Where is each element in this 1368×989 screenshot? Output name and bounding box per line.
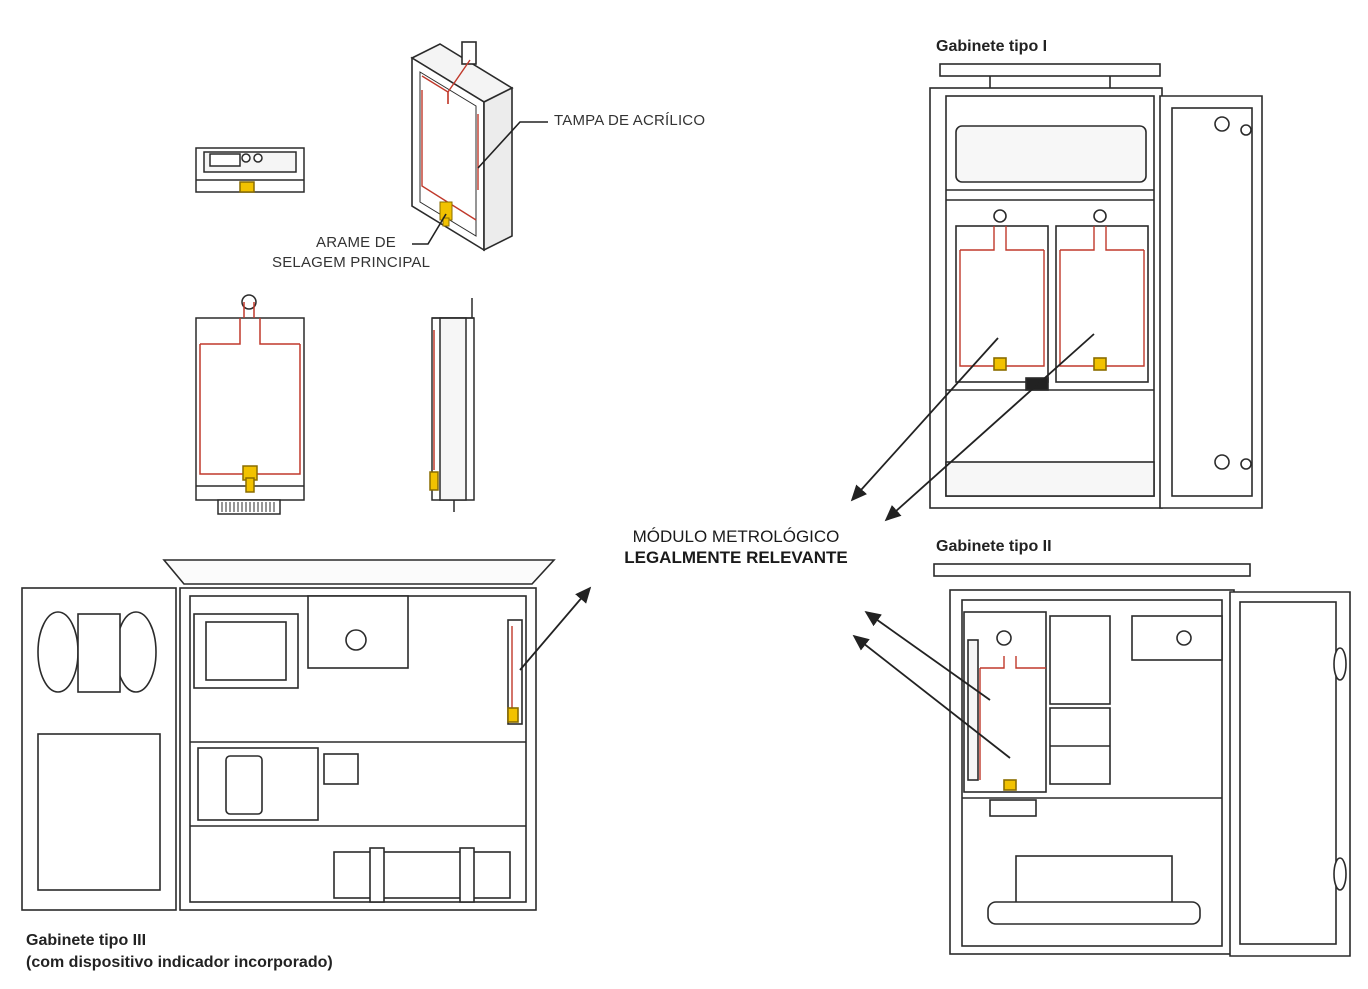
center-label: MÓDULO METROLÓGICO LEGALMENTE RELEVANTE (598, 526, 874, 568)
arrow-type1-a (850, 337, 999, 502)
pointer-arrows (519, 333, 1095, 759)
callout-leaders (412, 121, 548, 245)
center-label-line2: LEGALMENTE RELEVANTE (624, 548, 848, 567)
module-perspective-view (410, 41, 514, 252)
callout-acrylic-cover: TAMPA DE ACRÍLICO (554, 112, 706, 129)
arrow-type3 (519, 586, 592, 671)
cabinet-type-3 (21, 559, 556, 911)
cabinet-type-3-label-line1: Gabinete tipo III (26, 932, 147, 949)
module-top-view (195, 147, 305, 193)
center-label-line1: MÓDULO METROLÓGICO (632, 527, 840, 546)
callout-main-seal-line1: ARAME DE (316, 234, 396, 251)
arrow-type2-b (852, 634, 1011, 759)
cabinet-type-1-label: Gabinete tipo I (936, 38, 1048, 55)
cabinet-type-1 (929, 63, 1263, 509)
module-front-view (195, 294, 305, 515)
cabinet-type-2 (933, 563, 1351, 957)
arrow-type2-a (864, 610, 991, 701)
arrow-type1-b (884, 333, 1095, 522)
cabinet-type-3-label-line2: (com dispositivo indicador incorporado) (26, 954, 333, 971)
callout-main-seal-line2: SELAGEM PRINCIPAL (272, 254, 431, 271)
module-side-view (429, 298, 475, 512)
cabinet-type-2-label: Gabinete tipo II (936, 538, 1052, 555)
